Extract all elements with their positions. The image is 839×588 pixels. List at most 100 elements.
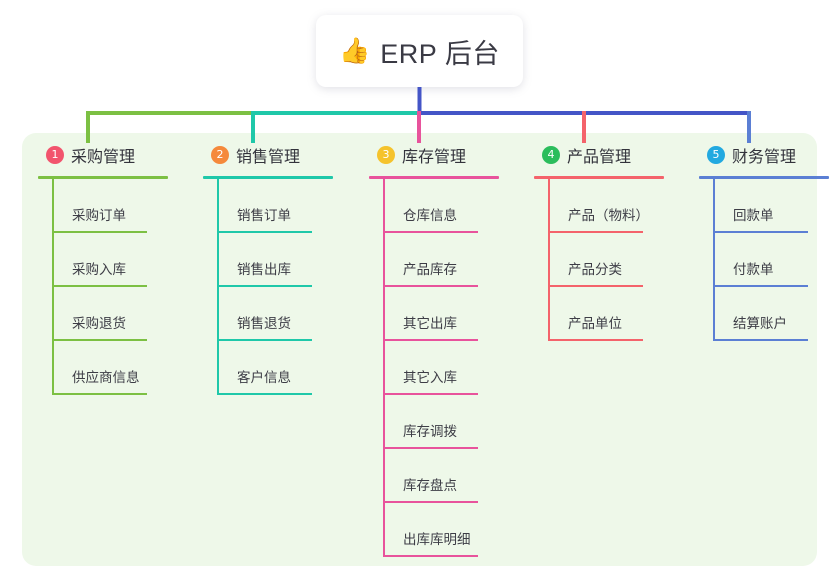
branch-item-rule [548, 231, 643, 233]
branch-item[interactable]: 库存盘点 [383, 449, 521, 503]
branch-item[interactable]: 其它入库 [383, 341, 521, 395]
branch-spine-line [383, 179, 385, 557]
branch-item-rule [713, 231, 808, 233]
branch-spine-line [548, 179, 550, 341]
branch-item[interactable]: 销售出库 [217, 233, 355, 287]
branch-column-2: 2 销售管理销售订单销售出库销售退货客户信息 [195, 142, 355, 395]
branch-header-rule [38, 176, 168, 179]
branch-column-4: 4 产品管理产品（物料） 产品分类产品单位 [526, 142, 686, 341]
branch-column-3: 3 库存管理仓库信息产品库存其它出库其它入库库存调拨库存盘点出库库明细 [361, 142, 521, 557]
branch-item-list: 销售订单销售出库销售退货客户信息 [217, 179, 355, 395]
branch-header-rule [369, 176, 499, 179]
branch-item-rule [548, 339, 643, 341]
branch-header-2[interactable]: 2 销售管理 [195, 142, 355, 168]
branch-item-rule [713, 339, 808, 341]
branch-item[interactable]: 客户信息 [217, 341, 355, 395]
branch-item-label: 采购订单 [72, 208, 126, 223]
branch-number-badge: 4 [542, 146, 560, 164]
root-node-title: ERP 后台 [380, 38, 500, 69]
branch-column-5: 5 财务管理回款单付款单结算账户 [691, 142, 839, 341]
branch-item-list: 仓库信息产品库存其它出库其它入库库存调拨库存盘点出库库明细 [383, 179, 521, 557]
branch-header-5[interactable]: 5 财务管理 [691, 142, 839, 168]
branch-header-3[interactable]: 3 库存管理 [361, 142, 521, 168]
branch-item-rule [52, 231, 147, 233]
branch-column-1: 1 采购管理采购订单采购入库采购退货供应商信息 [30, 142, 190, 395]
branch-item-list: 回款单付款单结算账户 [713, 179, 839, 341]
branch-item[interactable]: 回款单 [713, 179, 839, 233]
branch-item[interactable]: 结算账户 [713, 287, 839, 341]
branch-item-rule [713, 285, 808, 287]
branch-item-rule [383, 393, 478, 395]
branch-item[interactable]: 库存调拨 [383, 395, 521, 449]
branch-number-badge: 3 [377, 146, 395, 164]
branch-item-rule [383, 447, 478, 449]
branch-title: 产品管理 [567, 149, 632, 166]
branch-item-label: 产品分类 [568, 262, 622, 277]
branch-number-badge: 2 [211, 146, 229, 164]
branch-item-rule [217, 339, 312, 341]
branch-item-label: 销售订单 [237, 208, 291, 223]
branch-item[interactable]: 采购入库 [52, 233, 190, 287]
branch-item-label: 库存盘点 [403, 478, 457, 493]
branch-item-label: 结算账户 [733, 316, 787, 331]
branch-item-label: 付款单 [733, 262, 774, 277]
branch-item-rule [217, 231, 312, 233]
branch-item[interactable]: 仓库信息 [383, 179, 521, 233]
branch-item-label: 供应商信息 [72, 370, 140, 385]
branch-item-rule [383, 339, 478, 341]
branch-item-label: 产品单位 [568, 316, 622, 331]
branch-item[interactable]: 产品分类 [548, 233, 686, 287]
branch-header-1[interactable]: 1 采购管理 [30, 142, 190, 168]
branch-item[interactable]: 付款单 [713, 233, 839, 287]
branch-item-label: 其它出库 [403, 316, 457, 331]
branch-item-rule [548, 285, 643, 287]
branch-spine-line [217, 179, 219, 395]
branch-header-rule [699, 176, 829, 179]
branch-item-label: 销售出库 [237, 262, 291, 277]
branch-title: 库存管理 [402, 149, 467, 166]
branch-title: 销售管理 [236, 149, 301, 166]
branch-item-rule [383, 231, 478, 233]
branch-spine-line [52, 179, 54, 395]
branch-item-label: 采购退货 [72, 316, 126, 331]
root-node-erp-backend[interactable]: 👍 ERP 后台 [316, 15, 523, 87]
branch-item-label: 采购入库 [72, 262, 126, 277]
branch-item-list: 采购订单采购入库采购退货供应商信息 [52, 179, 190, 395]
branch-number-badge: 1 [46, 146, 64, 164]
branch-item-label: 客户信息 [237, 370, 291, 385]
branch-item-label: 仓库信息 [403, 208, 457, 223]
branch-item[interactable]: 产品单位 [548, 287, 686, 341]
branch-item-rule [383, 285, 478, 287]
branch-item-label: 其它入库 [403, 370, 457, 385]
branch-item-rule [52, 285, 147, 287]
branch-item-list: 产品（物料） 产品分类产品单位 [548, 179, 686, 341]
branch-item[interactable]: 供应商信息 [52, 341, 190, 395]
branch-item-label: 库存调拨 [403, 424, 457, 439]
branch-header-rule [203, 176, 333, 179]
branch-item[interactable]: 采购退货 [52, 287, 190, 341]
branch-item[interactable]: 销售订单 [217, 179, 355, 233]
branch-item[interactable]: 出库库明细 [383, 503, 521, 557]
branch-item-rule [383, 555, 478, 557]
branch-item-rule [52, 393, 147, 395]
branch-item-label: 销售退货 [237, 316, 291, 331]
branch-title: 采购管理 [71, 149, 136, 166]
branch-title: 财务管理 [732, 149, 797, 166]
branch-item[interactable]: 产品（物料） [548, 179, 686, 233]
thumbs-up-icon: 👍 [339, 36, 371, 65]
branch-item[interactable]: 采购订单 [52, 179, 190, 233]
branch-item-rule [52, 339, 147, 341]
branch-item-label: 产品库存 [403, 262, 457, 277]
branch-number-badge: 5 [707, 146, 725, 164]
branch-header-4[interactable]: 4 产品管理 [526, 142, 686, 168]
branch-header-rule [534, 176, 664, 179]
branch-item[interactable]: 销售退货 [217, 287, 355, 341]
branch-item-label: 出库库明细 [403, 532, 471, 547]
branch-item-rule [217, 285, 312, 287]
branches-panel [22, 133, 817, 566]
branch-item-label: 产品（物料） [568, 208, 649, 223]
branch-item[interactable]: 产品库存 [383, 233, 521, 287]
branch-item[interactable]: 其它出库 [383, 287, 521, 341]
branch-item-rule [217, 393, 312, 395]
